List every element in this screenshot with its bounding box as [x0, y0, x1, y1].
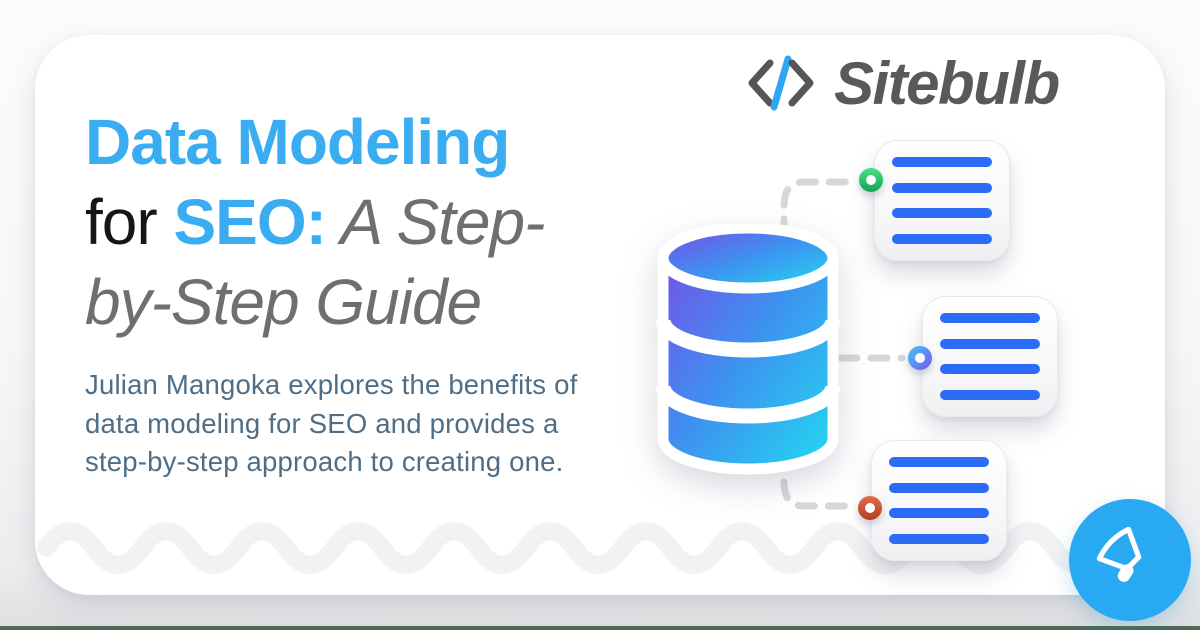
document-text-line	[940, 389, 1040, 400]
document-card-bottom	[871, 440, 1007, 561]
code-brackets-icon	[748, 55, 814, 111]
document-text-line	[889, 508, 989, 518]
document-text-line	[889, 533, 989, 544]
document-text-line	[940, 338, 1040, 349]
document-text-line	[889, 457, 989, 467]
title-line-3: by-Step Guide	[85, 266, 482, 338]
dashed-connector-top	[780, 178, 856, 269]
sitebulb-logo: Sitebulb	[744, 49, 1060, 117]
document-text-line	[940, 313, 1040, 323]
document-text-line	[892, 208, 992, 218]
announcement-badge	[1069, 499, 1191, 621]
description-line: Julian Mangoka explores the benefits of	[85, 369, 578, 400]
green-connector-ring-icon	[859, 168, 883, 192]
document-card-top	[874, 140, 1010, 261]
title-line-2: for SEO: A Step-	[85, 186, 545, 258]
document-text-line	[940, 364, 1040, 374]
document-text-line	[892, 157, 992, 167]
red-connector-ring-icon	[858, 496, 882, 520]
article-description: Julian Mangoka explores the benefits of …	[85, 366, 577, 482]
database-cylinder-icon	[655, 224, 841, 475]
page-title: Data Modeling for SEO: A Step- by-Step G…	[85, 102, 685, 342]
document-text-line	[892, 233, 992, 244]
megaphone-icon	[1097, 527, 1142, 582]
document-card-middle	[922, 296, 1058, 417]
dashed-connector-bottom	[780, 448, 855, 510]
description-line: step-by-step approach to creating one.	[85, 446, 564, 477]
brand-name: Sitebulb	[834, 49, 1060, 117]
description-line: data modeling for SEO and provides a	[85, 407, 559, 439]
document-text-line	[892, 182, 992, 193]
bottom-edge-strip	[0, 626, 1200, 630]
title-line-1: Data Modeling	[85, 106, 510, 178]
document-text-line	[889, 482, 989, 493]
blue-connector-ring-icon	[908, 346, 932, 370]
